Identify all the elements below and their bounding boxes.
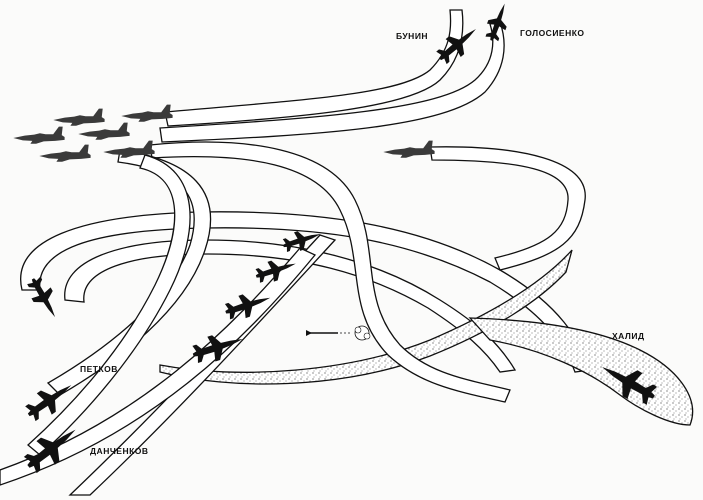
shaded-ribbon-khalid [468, 317, 694, 426]
ribbon-right-descent [429, 146, 586, 271]
missile-icon [306, 330, 352, 336]
fighter-jet-icon [482, 0, 514, 44]
ribbon-to-bunin [164, 9, 464, 127]
label-danchenkov: ДАНЧЕНКОВ [90, 446, 149, 456]
fighter-jet-icon [39, 144, 91, 162]
label-khalid: ХАЛИД [612, 331, 645, 341]
label-petkov: ПЕТКОВ [80, 364, 118, 374]
fighter-jet-icon [53, 108, 105, 126]
ribbon-petkov [46, 149, 212, 396]
ribbon-danchenkov [27, 154, 191, 456]
fighter-jet-icon [121, 104, 173, 122]
fighter-jet-icon [383, 140, 435, 158]
burst-icon [354, 325, 371, 341]
fighter-jet-icon [78, 122, 130, 140]
ribbon-formation-sweep [149, 141, 511, 403]
fighter-jet-icon [13, 126, 65, 144]
label-bunin: БУНИН [396, 31, 428, 41]
label-golosienko: ГОЛОСИЕНКО [520, 28, 585, 38]
